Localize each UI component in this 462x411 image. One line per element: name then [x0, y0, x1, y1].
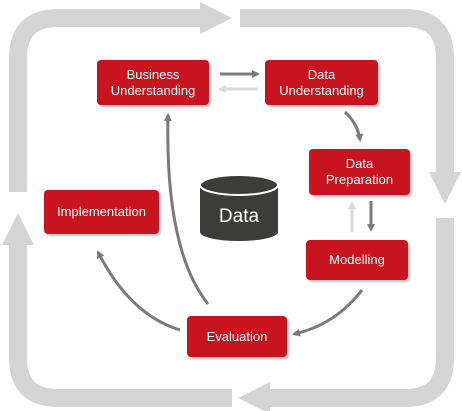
step-business-understanding: Business Understanding: [97, 60, 209, 105]
step-data-preparation-label: Data Preparation: [325, 156, 394, 187]
arrow-evaluation-to-implementation: [96, 250, 181, 332]
step-evaluation: Evaluation: [187, 316, 287, 357]
step-modelling: Modelling: [306, 240, 408, 280]
step-data-preparation: Data Preparation: [309, 149, 410, 195]
data-store-label: Data: [218, 206, 260, 227]
step-evaluation-label: Evaluation: [206, 328, 268, 344]
data-cylinder-icon: [199, 174, 279, 241]
step-modelling-label: Modelling: [329, 252, 385, 267]
arrow-modelling-to-evaluation: [292, 289, 364, 337]
step-implementation-label: Implementation: [57, 204, 146, 219]
outer-cycle: [9, 9, 454, 407]
arrow-evaluation-to-business: [163, 113, 210, 305]
step-data-understanding-label: Data Understanding: [279, 66, 364, 98]
step-implementation: Implementation: [44, 190, 159, 234]
step-business-understanding-label: Business Understanding: [110, 66, 196, 98]
arrow-data-understanding-to-preparation: [343, 110, 364, 142]
step-data-understanding: Data Understanding: [265, 60, 378, 105]
